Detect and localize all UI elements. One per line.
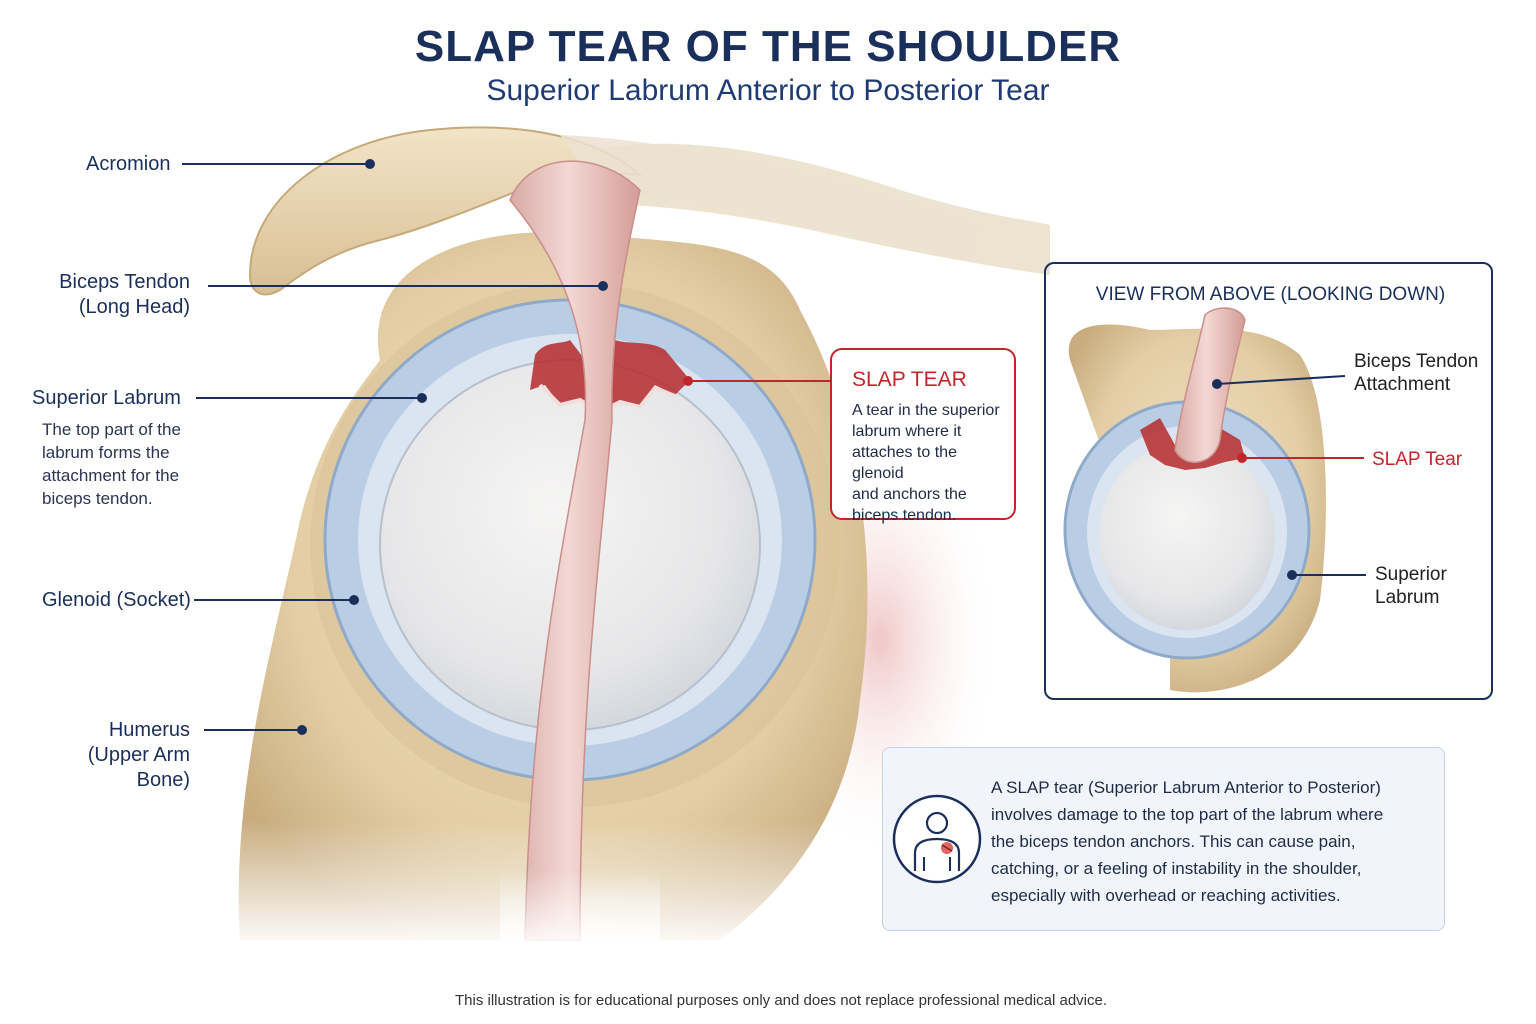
leader-glenoid-dot: [349, 595, 359, 605]
leader-biceps-dot: [598, 281, 608, 291]
callout-text: A tear in the superior labrum where it a…: [852, 400, 1012, 526]
leader-inset-biceps: [1216, 375, 1346, 385]
info-line2: involves damage to the top part of the l…: [991, 805, 1384, 824]
inset-tear-leader: [1237, 453, 1364, 463]
leader-lines: [182, 159, 608, 735]
person-shoulder-pain-icon: [892, 794, 982, 884]
label-biceps-tendon: Biceps Tendon (Long Head): [40, 270, 190, 320]
leader-inset-tear-dot: [1237, 453, 1247, 463]
tear-leader: [683, 376, 830, 386]
inset-illustration: [1063, 307, 1326, 693]
inset-label-slap-tear: SLAP Tear: [1372, 449, 1463, 470]
biceps-tendon: [509, 160, 641, 941]
callout-line2: labrum where it: [852, 423, 962, 440]
inset-label-biceps: Biceps Tendon Attachment: [1354, 350, 1478, 396]
labrum-desc-line1: The top part of the: [42, 420, 181, 439]
tendon-fade: [500, 870, 660, 950]
callout-line1: A tear in the superior: [852, 402, 1000, 419]
inset-biceps-line2: Attachment: [1354, 374, 1451, 395]
info-text: A SLAP tear (Superior Labrum Anterior to…: [991, 774, 1431, 909]
info-line5: especially with overhead or reaching act…: [991, 886, 1341, 905]
callout-title: SLAP TEAR: [852, 368, 967, 391]
superior-labrum-description: The top part of the labrum forms the att…: [42, 418, 181, 510]
label-superior-labrum: Superior Labrum: [32, 387, 181, 409]
slap-tear-callout: SLAP TEAR A tear in the superior labrum …: [830, 348, 1016, 524]
inset-biceps-line1: Biceps Tendon: [1354, 351, 1479, 372]
label-acromion: Acromion: [86, 153, 171, 175]
label-biceps-line1: Biceps Tendon: [59, 271, 190, 293]
labrum-desc-line3: attachment for the: [42, 466, 180, 485]
inset-labrum-line2: Labrum: [1375, 587, 1440, 608]
ligament-band: [560, 135, 980, 260]
info-line3: the biceps tendon anchors. This can caus…: [991, 832, 1356, 851]
leader-labrum-dot: [417, 393, 427, 403]
inset-label-labrum: Superior Labrum: [1375, 563, 1447, 609]
view-from-above-panel: VIEW FROM ABOVE (LOOKING DOWN): [1044, 262, 1493, 700]
label-biceps-line2: (Long Head): [78, 296, 190, 318]
label-glenoid: Glenoid (Socket): [42, 589, 191, 611]
page-subtitle: Superior Labrum Anterior to Posterior Te…: [486, 74, 1050, 107]
labrum-desc-line2: labrum forms the: [42, 443, 170, 462]
leader-inset-biceps-dot: [1212, 379, 1222, 389]
inset-biceps-tendon: [1174, 307, 1246, 464]
inset-socket: [1099, 442, 1275, 630]
leader-inset-labrum-dot: [1287, 570, 1297, 580]
callout-line4: and anchors the: [852, 486, 967, 503]
leader-acromion-dot: [365, 159, 375, 169]
inset-leaders: [1212, 375, 1366, 580]
view-panel-title: VIEW FROM ABOVE (LOOKING DOWN): [1095, 284, 1446, 305]
label-humerus-line1: Humerus: [108, 719, 190, 741]
label-humerus-line2: (Upper Arm Bone): [87, 744, 190, 791]
labrum-desc-line4: biceps tendon.: [42, 489, 153, 508]
info-box: A SLAP tear (Superior Labrum Anterior to…: [882, 747, 1445, 931]
disclaimer-footer: This illustration is for educational pur…: [454, 992, 1108, 1009]
info-line1: A SLAP tear (Superior Labrum Anterior to…: [991, 778, 1381, 797]
page-title: SLAP TEAR OF THE SHOULDER: [414, 22, 1122, 71]
callout-line5: biceps tendon.: [852, 507, 957, 524]
label-humerus: Humerus (Upper Arm Bone): [30, 718, 190, 793]
leader-humerus-dot: [297, 725, 307, 735]
inset-labrum-line1: Superior: [1375, 564, 1447, 585]
info-line4: catching, or a feeling of instability in…: [991, 859, 1362, 878]
callout-line3: attaches to the glenoid: [852, 444, 957, 482]
leader-tear-dot: [683, 376, 693, 386]
